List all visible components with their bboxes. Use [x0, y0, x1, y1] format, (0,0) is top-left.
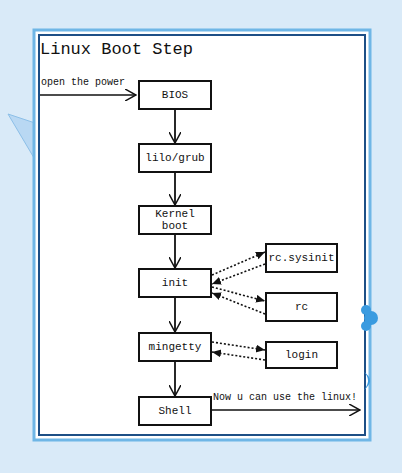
- blob-decoration: [361, 321, 371, 331]
- process-box: rc: [265, 292, 338, 322]
- box-text: mingetty: [149, 341, 202, 353]
- box-text: login: [285, 349, 318, 361]
- annotation-label: Now u can use the linux!: [213, 392, 357, 403]
- dotted-arrow: [212, 252, 265, 275]
- process-box: init: [138, 268, 212, 298]
- dotted-arrow: [212, 264, 265, 284]
- process-box: mingetty: [138, 332, 212, 362]
- process-box: BIOS: [138, 80, 212, 110]
- annotation-label: open the power: [41, 77, 125, 88]
- box-text: lilo/grub: [145, 152, 204, 164]
- box-text: rc.sysinit: [268, 252, 334, 264]
- flow-arrow: [174, 362, 176, 396]
- box-text: Shell: [158, 405, 191, 417]
- flow-arrow: [174, 173, 176, 205]
- dotted-arrow: [212, 342, 265, 350]
- flow-arrow: [174, 235, 176, 268]
- dotted-arrow: [212, 293, 265, 314]
- dotted-arrow: [212, 352, 265, 360]
- box-text: rc: [295, 301, 308, 313]
- flow-arrow: [174, 298, 176, 332]
- blob-decoration: [364, 372, 370, 390]
- outer-frame: [34, 30, 370, 440]
- flow-arrow: [174, 110, 176, 143]
- inner-frame: [39, 35, 365, 435]
- diagram-title: Linux Boot Step: [40, 40, 193, 59]
- process-box: lilo/grub: [138, 143, 212, 173]
- process-box: Kernel boot: [138, 205, 212, 235]
- leader-arrow: [212, 409, 360, 411]
- dotted-arrow: [212, 287, 265, 301]
- process-box: login: [265, 341, 338, 369]
- process-box: rc.sysinit: [265, 243, 338, 273]
- box-text: BIOS: [162, 89, 188, 101]
- box-text: Kernel boot: [140, 208, 210, 232]
- box-text: init: [162, 277, 188, 289]
- process-box: Shell: [138, 396, 212, 426]
- leader-arrow: [40, 94, 136, 96]
- blob-decoration: [361, 305, 371, 315]
